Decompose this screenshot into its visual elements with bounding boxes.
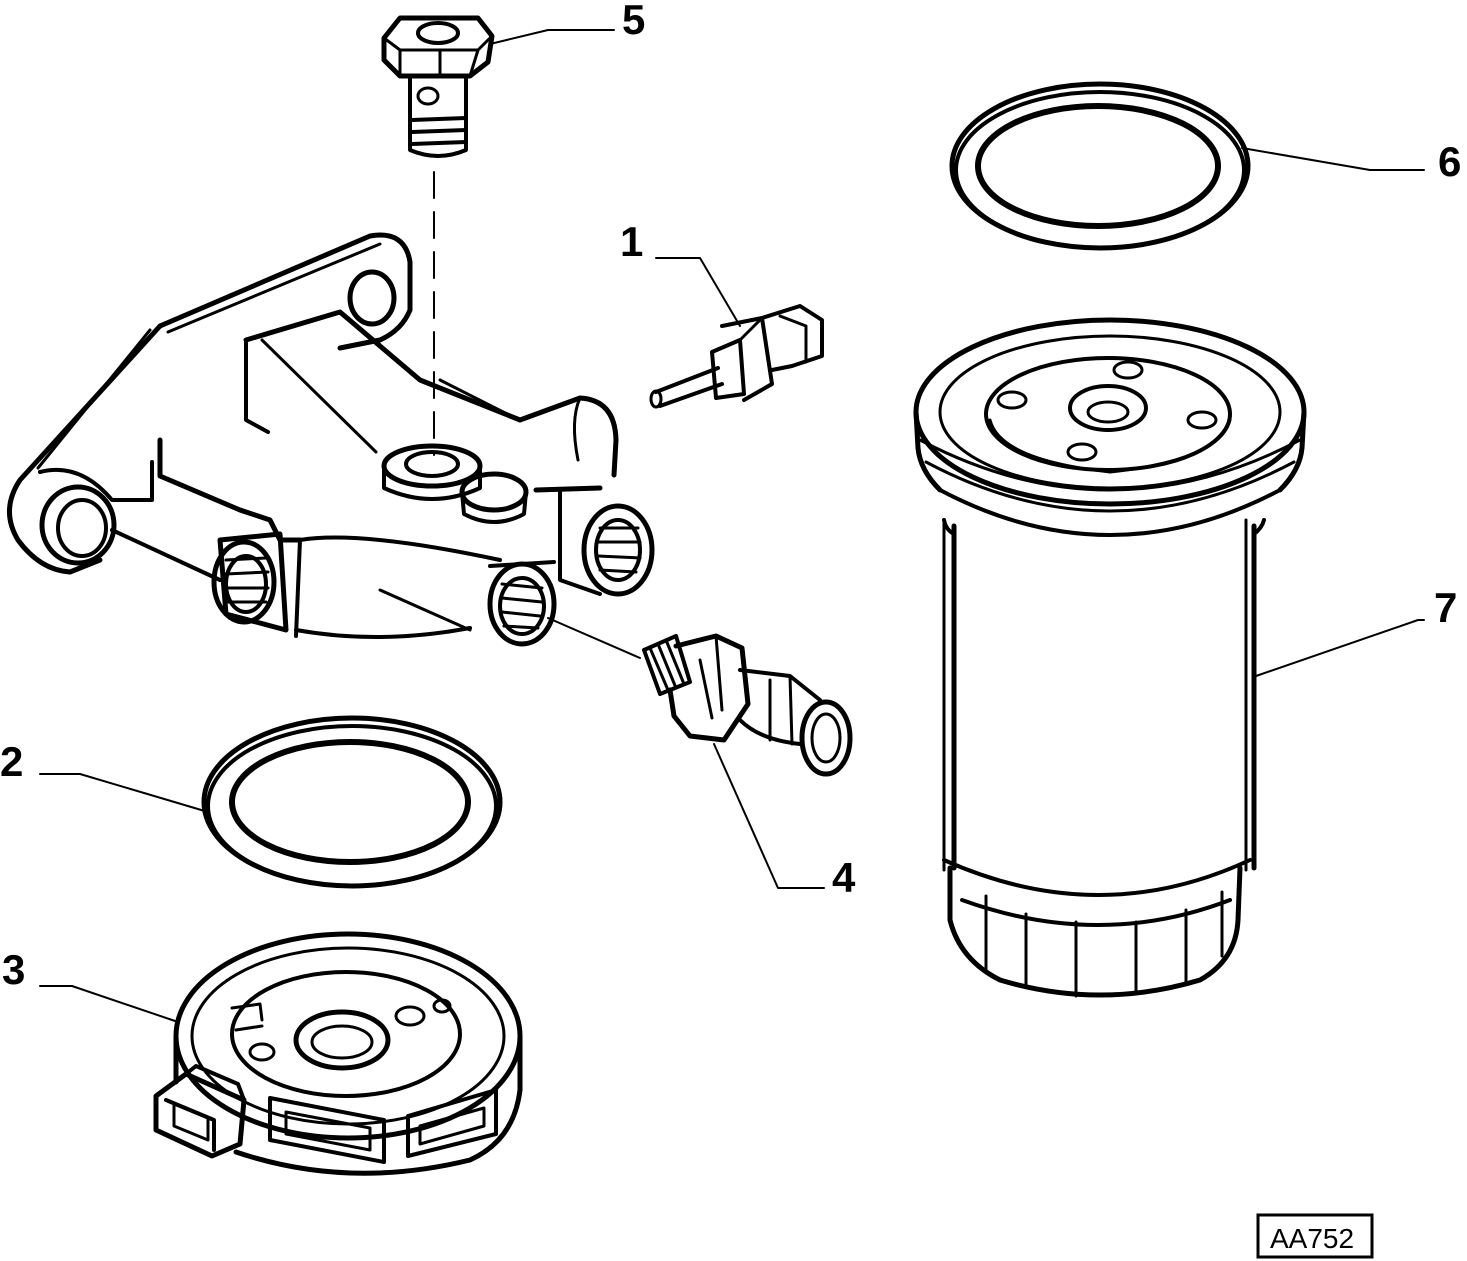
callout-2: 2	[0, 738, 23, 785]
callout-5: 5	[622, 0, 645, 43]
seal-ring-lower	[201, 715, 503, 889]
callout-1: 1	[620, 218, 643, 265]
temperature-sensor	[649, 304, 824, 409]
callout-3: 3	[2, 946, 25, 993]
filter-housing	[7, 232, 655, 659]
callout-4: 4	[832, 854, 856, 901]
callout-6: 6	[1438, 138, 1461, 185]
reference-code-box: AA752	[1256, 1213, 1374, 1259]
bottom-cover	[153, 931, 523, 1176]
water-sensor	[642, 633, 853, 777]
reference-code: AA752	[1270, 1223, 1354, 1254]
banjo-bolt	[381, 15, 495, 456]
callout-7: 7	[1434, 584, 1457, 631]
filter-cartridge	[913, 317, 1307, 998]
seal-ring-upper	[949, 81, 1251, 251]
leader-lines	[39, 29, 1425, 1023]
